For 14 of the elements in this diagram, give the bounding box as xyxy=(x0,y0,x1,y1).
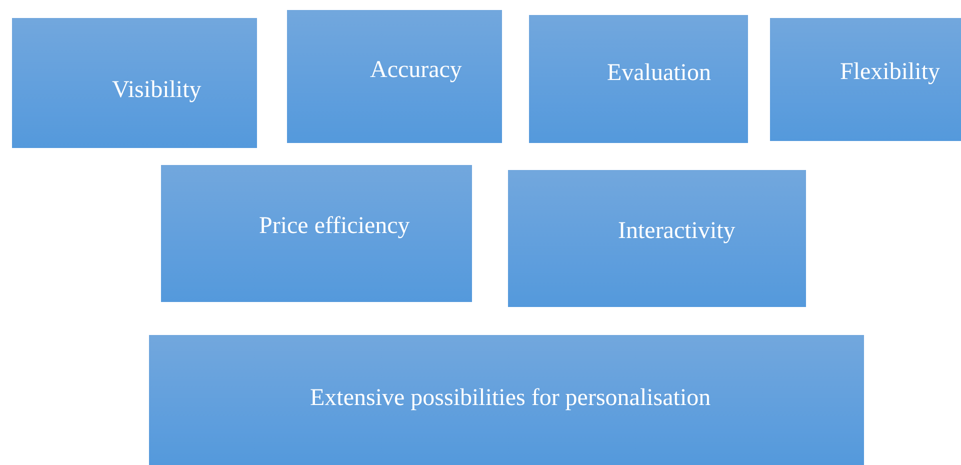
feature-label: Evaluation xyxy=(607,59,711,87)
feature-label: Flexibility xyxy=(840,58,940,86)
feature-box xyxy=(529,15,748,143)
feature-box xyxy=(508,170,806,307)
feature-label: Price efficiency xyxy=(259,212,410,240)
feature-box xyxy=(12,18,257,148)
feature-label: Accuracy xyxy=(370,56,462,84)
feature-box xyxy=(149,335,864,465)
feature-label: Interactivity xyxy=(618,217,736,245)
feature-label: Extensive possibilities for personalisation xyxy=(310,384,711,412)
feature-box xyxy=(287,10,502,143)
feature-box xyxy=(161,165,472,302)
feature-box xyxy=(770,18,961,141)
feature-label: Visibility xyxy=(112,76,202,104)
